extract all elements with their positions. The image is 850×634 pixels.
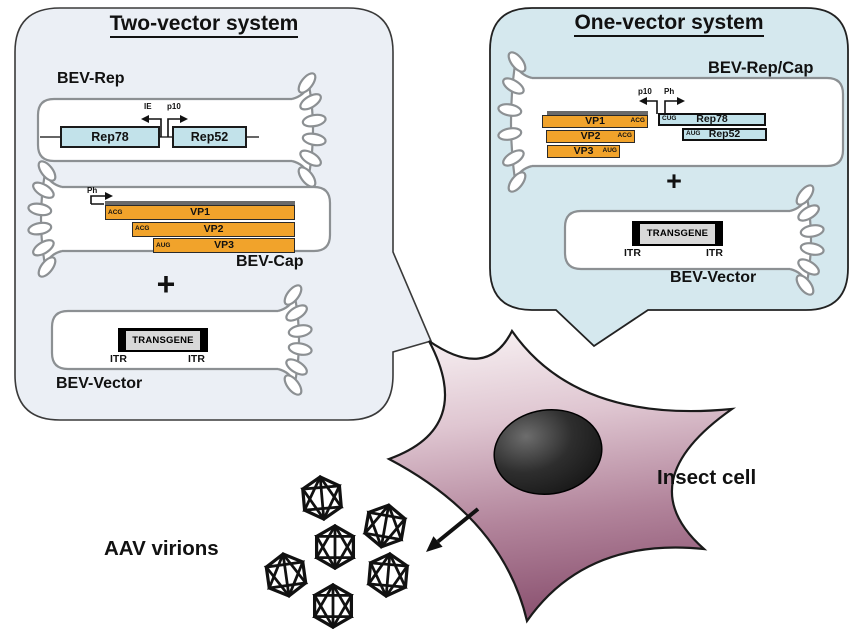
itr-right-label-left-panel: ITR — [188, 353, 205, 365]
right-panel-title: One-vector system — [490, 11, 848, 37]
virus-tuft-loop — [27, 202, 53, 217]
vp3-gene-text: VP3 — [214, 239, 234, 252]
vp3-gene-text-right: VP3 — [573, 144, 594, 157]
virus-tuft-loop — [507, 51, 527, 73]
rep52-gene-box: Rep52 — [172, 126, 247, 148]
ie-promoter-arrow — [148, 118, 162, 137]
virus-tuft-loop — [32, 239, 55, 257]
itr-right-label-right-panel: ITR — [706, 247, 723, 259]
vp1-gene-bar: ACG VP1 — [105, 205, 295, 220]
vp2-start-codon: ACG — [135, 224, 150, 232]
release-arrow — [426, 507, 480, 552]
ph-promoter-arrow-left-panel — [90, 195, 105, 205]
vp3-start-codon-right: AUG — [602, 146, 617, 154]
virus-tuft-loop — [287, 342, 313, 356]
vp2-gene-bar: ACG VP2 — [132, 221, 295, 237]
bev-cap-label: BEV-Cap — [236, 253, 304, 270]
cap-orf-backbone-strip-right — [547, 110, 648, 115]
cell-nucleus — [493, 408, 603, 496]
p10-promoter-label-right-panel: p10 — [638, 87, 652, 96]
vp2-gene-text-right: VP2 — [580, 129, 601, 142]
virus-tuft-loop — [283, 284, 303, 306]
virus-tuft-loop — [297, 72, 317, 94]
left-panel-title: Two-vector system — [15, 12, 393, 38]
virus-tuft-loop — [37, 160, 57, 182]
ph-arrowhead-left-panel — [105, 192, 113, 200]
virus-tuft-loop — [797, 258, 820, 276]
plus-sign-left-panel: + — [156, 266, 176, 302]
p10-promoter-label-left-panel: p10 — [167, 102, 181, 111]
plus-sign-right-panel: + — [666, 166, 682, 196]
rep78-start-codon: CUG — [662, 114, 677, 122]
virus-tuft-loop — [285, 304, 308, 322]
virus-tuft-loop — [799, 224, 825, 238]
virus-tuft-loop — [27, 221, 53, 236]
vp3-gene-bar-right: VP3 AUG — [547, 144, 620, 158]
itr-left-label-right-panel: ITR — [624, 247, 641, 259]
promoter-arrows — [40, 97, 685, 205]
virus-tuft-loop — [502, 149, 525, 167]
rep52-start-codon: AUG — [686, 129, 701, 137]
vp2-gene-text: VP2 — [203, 222, 224, 235]
itr-left-label-left-panel: ITR — [110, 353, 127, 365]
bev-rep-label: BEV-Rep — [57, 70, 125, 87]
p10-promoter-arrow-right-panel — [646, 100, 658, 114]
p10-arrowhead-left-panel — [180, 115, 188, 123]
vp2-gene-bar-right: VP2 ACG — [546, 129, 635, 143]
rep78-gene-bar-right: CUG Rep78 — [658, 112, 766, 126]
virus-tuft-loop — [32, 181, 55, 199]
rep78-gene-text-right: Rep78 — [696, 112, 728, 125]
vp3-start-codon: AUG — [156, 241, 171, 249]
transgene-cassette-left: TRANSGENE — [118, 328, 208, 352]
vp1-gene-text: VP1 — [190, 206, 210, 219]
virus-tuft-loop — [797, 204, 820, 222]
virus-tuft-loop — [287, 324, 313, 338]
rep52-gene-text: Rep52 — [190, 129, 229, 144]
cap-orf-backbone-strip — [105, 201, 295, 205]
virus-tuft-loop — [299, 149, 322, 167]
virus-tuft-loop — [502, 77, 525, 95]
virus-tuft-loop — [795, 274, 815, 296]
ie-promoter-label: IE — [144, 102, 152, 111]
virus-tuft-loop — [799, 242, 825, 256]
vp1-gene-text-right: VP1 — [585, 114, 605, 127]
insect-cell-label: Insect cell — [657, 466, 757, 489]
vp1-gene-bar-right: VP1 ACG — [542, 114, 648, 128]
virus-tuft-loop — [285, 358, 308, 376]
virus-tuft-loop — [301, 132, 327, 147]
virus-tuft-loop — [507, 171, 527, 193]
p10-promoter-arrow-left-panel — [167, 118, 181, 137]
virus-tuft-loop — [299, 93, 322, 111]
vp1-start-codon-right: ACG — [630, 116, 645, 124]
ph-promoter-arrow-right-panel — [664, 100, 678, 114]
rep78-gene-text: Rep78 — [91, 129, 129, 144]
virus-tuft-loop — [283, 374, 303, 396]
virus-tuft-loop — [301, 113, 327, 128]
bev-rep-cap-label: BEV-Rep/Cap — [708, 59, 814, 77]
virus-tuft-loop — [497, 103, 523, 117]
aav-virions-label: AAV virions — [104, 537, 219, 560]
virus-tuft-loop — [497, 127, 523, 141]
bev-vector-label-right: BEV-Vector — [670, 269, 757, 286]
vp1-start-codon: ACG — [108, 208, 123, 216]
ph-promoter-label-right-panel: Ph — [664, 87, 675, 96]
ph-arrowhead-right-panel — [677, 97, 685, 105]
bev-vector-label-left: BEV-Vector — [56, 375, 143, 392]
virus-tuft-loop — [37, 256, 57, 278]
rep52-gene-bar-right: AUG Rep52 — [682, 127, 767, 141]
vp2-start-codon-right: ACG — [617, 131, 632, 139]
rep78-gene-box: Rep78 — [60, 126, 160, 148]
virus-tuft-loop — [795, 184, 815, 206]
p10-arrowhead-right-panel — [639, 97, 647, 105]
transgene-cassette-right: TRANSGENE — [632, 221, 723, 246]
rep52-gene-text-right: Rep52 — [708, 127, 741, 140]
ie-arrowhead — [141, 115, 149, 123]
ph-promoter-label-left-panel: Ph — [87, 186, 98, 195]
transgene-label-left: TRANSGENE — [126, 330, 200, 350]
vp3-gene-bar: AUG VP3 — [153, 238, 295, 253]
transgene-label-right: TRANSGENE — [640, 223, 715, 244]
